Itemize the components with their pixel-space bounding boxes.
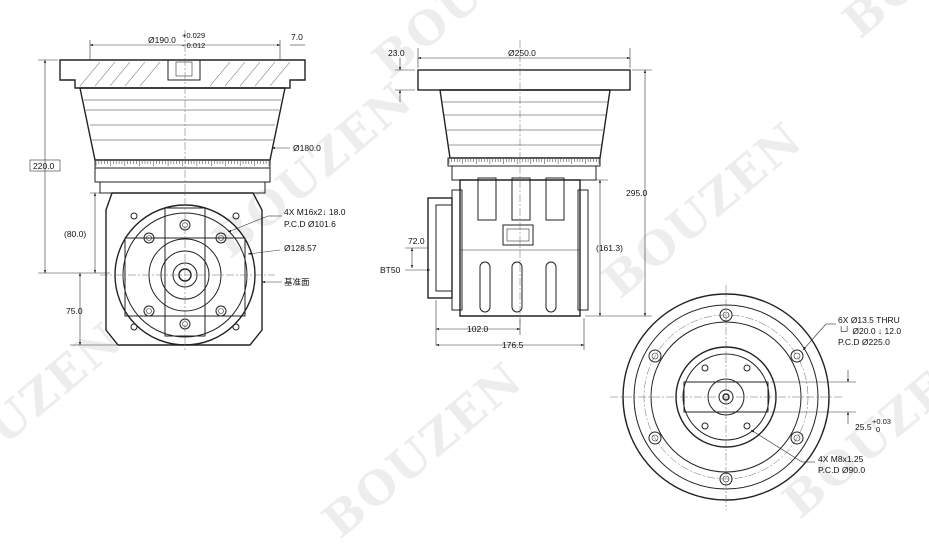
label-bt50: BT50	[380, 265, 401, 275]
label-cbore-spec: └┘ Ø20.0 ↓ 12.0	[838, 326, 901, 336]
dim-tol-lower: - 0.012	[182, 41, 205, 50]
dim-dia-12857: Ø128.57	[284, 243, 317, 253]
dim-dia-top: Ø190.0	[148, 35, 176, 45]
watermark: BOUZEN	[832, 0, 929, 48]
watermark: BOUZEN	[312, 351, 533, 548]
dim-key-tol-lower: 0	[876, 425, 880, 434]
bottom-view: 6X Ø13.5 THRU └┘ Ø20.0 ↓ 12.0 P.C.D Ø225…	[610, 285, 901, 510]
dim-height-75: 75.0	[66, 306, 83, 316]
dim-key-tol-upper: +0.03	[872, 417, 891, 426]
dim-height-total: 220.0	[33, 161, 55, 171]
mount-holes	[648, 308, 804, 486]
label-small-thread: 4X M8x1.25	[818, 454, 864, 464]
watermark: BOUZEN	[362, 0, 583, 88]
scale-ticks	[95, 161, 270, 166]
dim-width-1765: 176.5	[502, 340, 524, 350]
watermark: BOUZEN	[592, 111, 813, 308]
watermark: BOUZEN	[772, 331, 929, 528]
watermark: BOUZEN	[0, 311, 133, 508]
label-holes-pcd: P.C.D Ø225.0	[838, 337, 890, 347]
dim-height-80: (80.0)	[64, 229, 86, 239]
dim-flange-thk: 7.0	[291, 32, 303, 42]
dim-72: 72.0	[408, 236, 425, 246]
dim-side-flange-thk: 23.0	[388, 48, 405, 58]
label-thread-spec: 4X M16x2↓ 18.0	[284, 207, 346, 217]
dim-width-102: 102.0	[467, 324, 489, 334]
front-view: Ø190.0 +0.029 - 0.012 7.0 Ø180.0 220.0 (…	[29, 30, 346, 350]
dim-dia-180: Ø180.0	[293, 143, 321, 153]
dim-height-161: (161.3)	[596, 243, 623, 253]
dim-dia-250: Ø250.0	[508, 48, 536, 58]
side-view: 23.0 Ø250.0 295.0 (161.3) 72.0 BT50 102.…	[380, 40, 652, 350]
dim-key: 25.5	[855, 422, 872, 432]
scale-ticks	[448, 159, 600, 164]
section-hatch	[79, 61, 291, 87]
dim-height-295: 295.0	[626, 188, 648, 198]
label-holes-spec: 6X Ø13.5 THRU	[838, 315, 900, 325]
label-thread-pcd: P.C.D Ø101.6	[284, 219, 336, 229]
label-datum-face: 基准面	[284, 277, 310, 287]
dim-tol-upper: +0.029	[182, 31, 205, 40]
label-small-pcd: P.C.D Ø90.0	[818, 465, 865, 475]
